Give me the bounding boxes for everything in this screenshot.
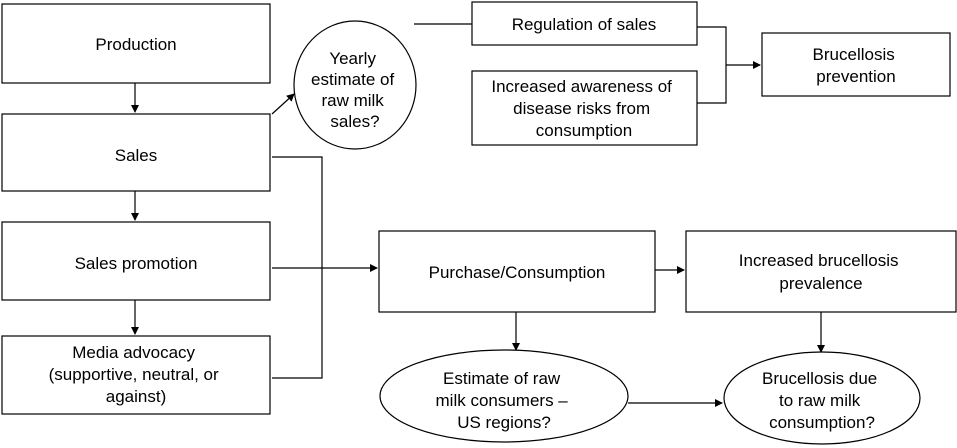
node-brucellosis-prevention-line-1: Brucellosis bbox=[813, 45, 895, 64]
node-increased-prevalence-line-2: prevalence bbox=[779, 274, 862, 293]
node-production-box bbox=[1, 3, 271, 84]
node-increased-prevalence-box bbox=[685, 230, 957, 313]
node-yearly-estimate-line-2: estimate of bbox=[311, 70, 394, 89]
node-brucellosis-prevention-line-2: prevention bbox=[816, 67, 895, 86]
node-brucellosis-prevention-box bbox=[761, 32, 951, 97]
node-increased-awareness-line-2: disease risks from bbox=[513, 99, 650, 118]
node-brucellosis-due-line-2: to raw milk bbox=[779, 391, 861, 410]
node-increased-awareness-label: Increased awareness of disease risks fro… bbox=[491, 77, 676, 140]
node-purchase-consumption-line-1: Purchase/Consumption bbox=[429, 263, 606, 282]
node-yearly-estimate-line-1: Yearly bbox=[329, 49, 376, 68]
node-sales-line-1: Sales bbox=[115, 146, 158, 165]
node-brucellosis-prevention-label: Brucellosis prevention bbox=[813, 45, 900, 86]
node-regulation-of-sales-box bbox=[471, 1, 698, 46]
node-sales-promotion: Sales promotion bbox=[1, 221, 271, 301]
node-estimate-consumers-line-3: US regions? bbox=[457, 413, 551, 432]
node-regulation-of-sales-line-1: Regulation of sales bbox=[512, 15, 657, 34]
bracket-regulation-and-awareness bbox=[697, 26, 727, 104]
node-estimate-consumers-ellipse bbox=[379, 349, 629, 443]
node-yearly-estimate-line-4: sales? bbox=[330, 112, 379, 131]
node-increased-prevalence: Increased brucellosis prevalence bbox=[685, 230, 957, 313]
node-estimate-consumers-line-1: Estimate of raw bbox=[443, 369, 561, 388]
node-brucellosis-prevention: Brucellosis prevention bbox=[761, 32, 951, 97]
node-sales-promotion-box bbox=[1, 221, 271, 301]
node-yearly-estimate-label: Yearly estimate of raw milk sales? bbox=[311, 49, 399, 131]
node-media-advocacy-line-1: Media advocacy bbox=[72, 343, 195, 362]
node-production: Production bbox=[1, 3, 271, 84]
node-increased-awareness-box bbox=[471, 70, 698, 146]
node-regulation-of-sales-label: Regulation of sales bbox=[512, 15, 657, 34]
node-increased-awareness-line-3: consumption bbox=[536, 121, 632, 140]
connectors bbox=[131, 23, 825, 407]
node-brucellosis-due-line-3: consumption? bbox=[769, 413, 875, 432]
node-sales-box bbox=[1, 113, 271, 192]
node-purchase-consumption-label: Purchase/Consumption bbox=[429, 263, 606, 282]
node-yearly-estimate: Yearly estimate of raw milk sales? bbox=[293, 20, 417, 150]
node-production-label: Production bbox=[95, 35, 176, 54]
node-media-advocacy: Media advocacy (supportive, neutral, or … bbox=[1, 335, 271, 415]
node-increased-prevalence-label: Increased brucellosis prevalence bbox=[739, 251, 903, 293]
node-media-advocacy-box bbox=[1, 335, 271, 415]
node-yearly-estimate-line-3: raw milk bbox=[321, 91, 384, 110]
node-purchase-consumption-box bbox=[378, 230, 656, 313]
node-brucellosis-due-ellipse bbox=[723, 351, 921, 445]
node-media-advocacy-line-2: (supportive, neutral, or bbox=[49, 365, 219, 384]
arrow-sales-to-yearly-estimate bbox=[271, 93, 295, 115]
node-media-advocacy-label: Media advocacy (supportive, neutral, or … bbox=[49, 343, 224, 406]
node-estimate-consumers-label: Estimate of raw milk consumers – US regi… bbox=[436, 369, 573, 432]
node-brucellosis-due-label: Brucellosis due to raw milk consumption? bbox=[762, 369, 882, 432]
node-sales: Sales bbox=[1, 113, 271, 192]
node-sales-promotion-label: Sales promotion bbox=[75, 254, 198, 273]
node-production-line-1: Production bbox=[95, 35, 176, 54]
node-purchase-consumption: Purchase/Consumption bbox=[378, 230, 656, 313]
node-estimate-consumers-line-2: milk consumers – bbox=[436, 391, 569, 410]
node-sales-promotion-line-1: Sales promotion bbox=[75, 254, 198, 273]
node-media-advocacy-line-3: against) bbox=[106, 387, 166, 406]
node-sales-label: Sales bbox=[115, 146, 158, 165]
node-increased-prevalence-line-1: Increased brucellosis bbox=[739, 251, 899, 270]
node-increased-awareness-line-1: Increased awareness of bbox=[491, 77, 672, 96]
node-brucellosis-due: Brucellosis due to raw milk consumption? bbox=[723, 351, 921, 445]
node-yearly-estimate-ellipse bbox=[293, 20, 417, 150]
node-regulation-of-sales: Regulation of sales bbox=[471, 1, 698, 46]
node-estimate-consumers: Estimate of raw milk consumers – US regi… bbox=[379, 349, 629, 443]
node-increased-awareness: Increased awareness of disease risks fro… bbox=[471, 70, 698, 146]
node-brucellosis-due-line-1: Brucellosis due bbox=[762, 369, 877, 388]
